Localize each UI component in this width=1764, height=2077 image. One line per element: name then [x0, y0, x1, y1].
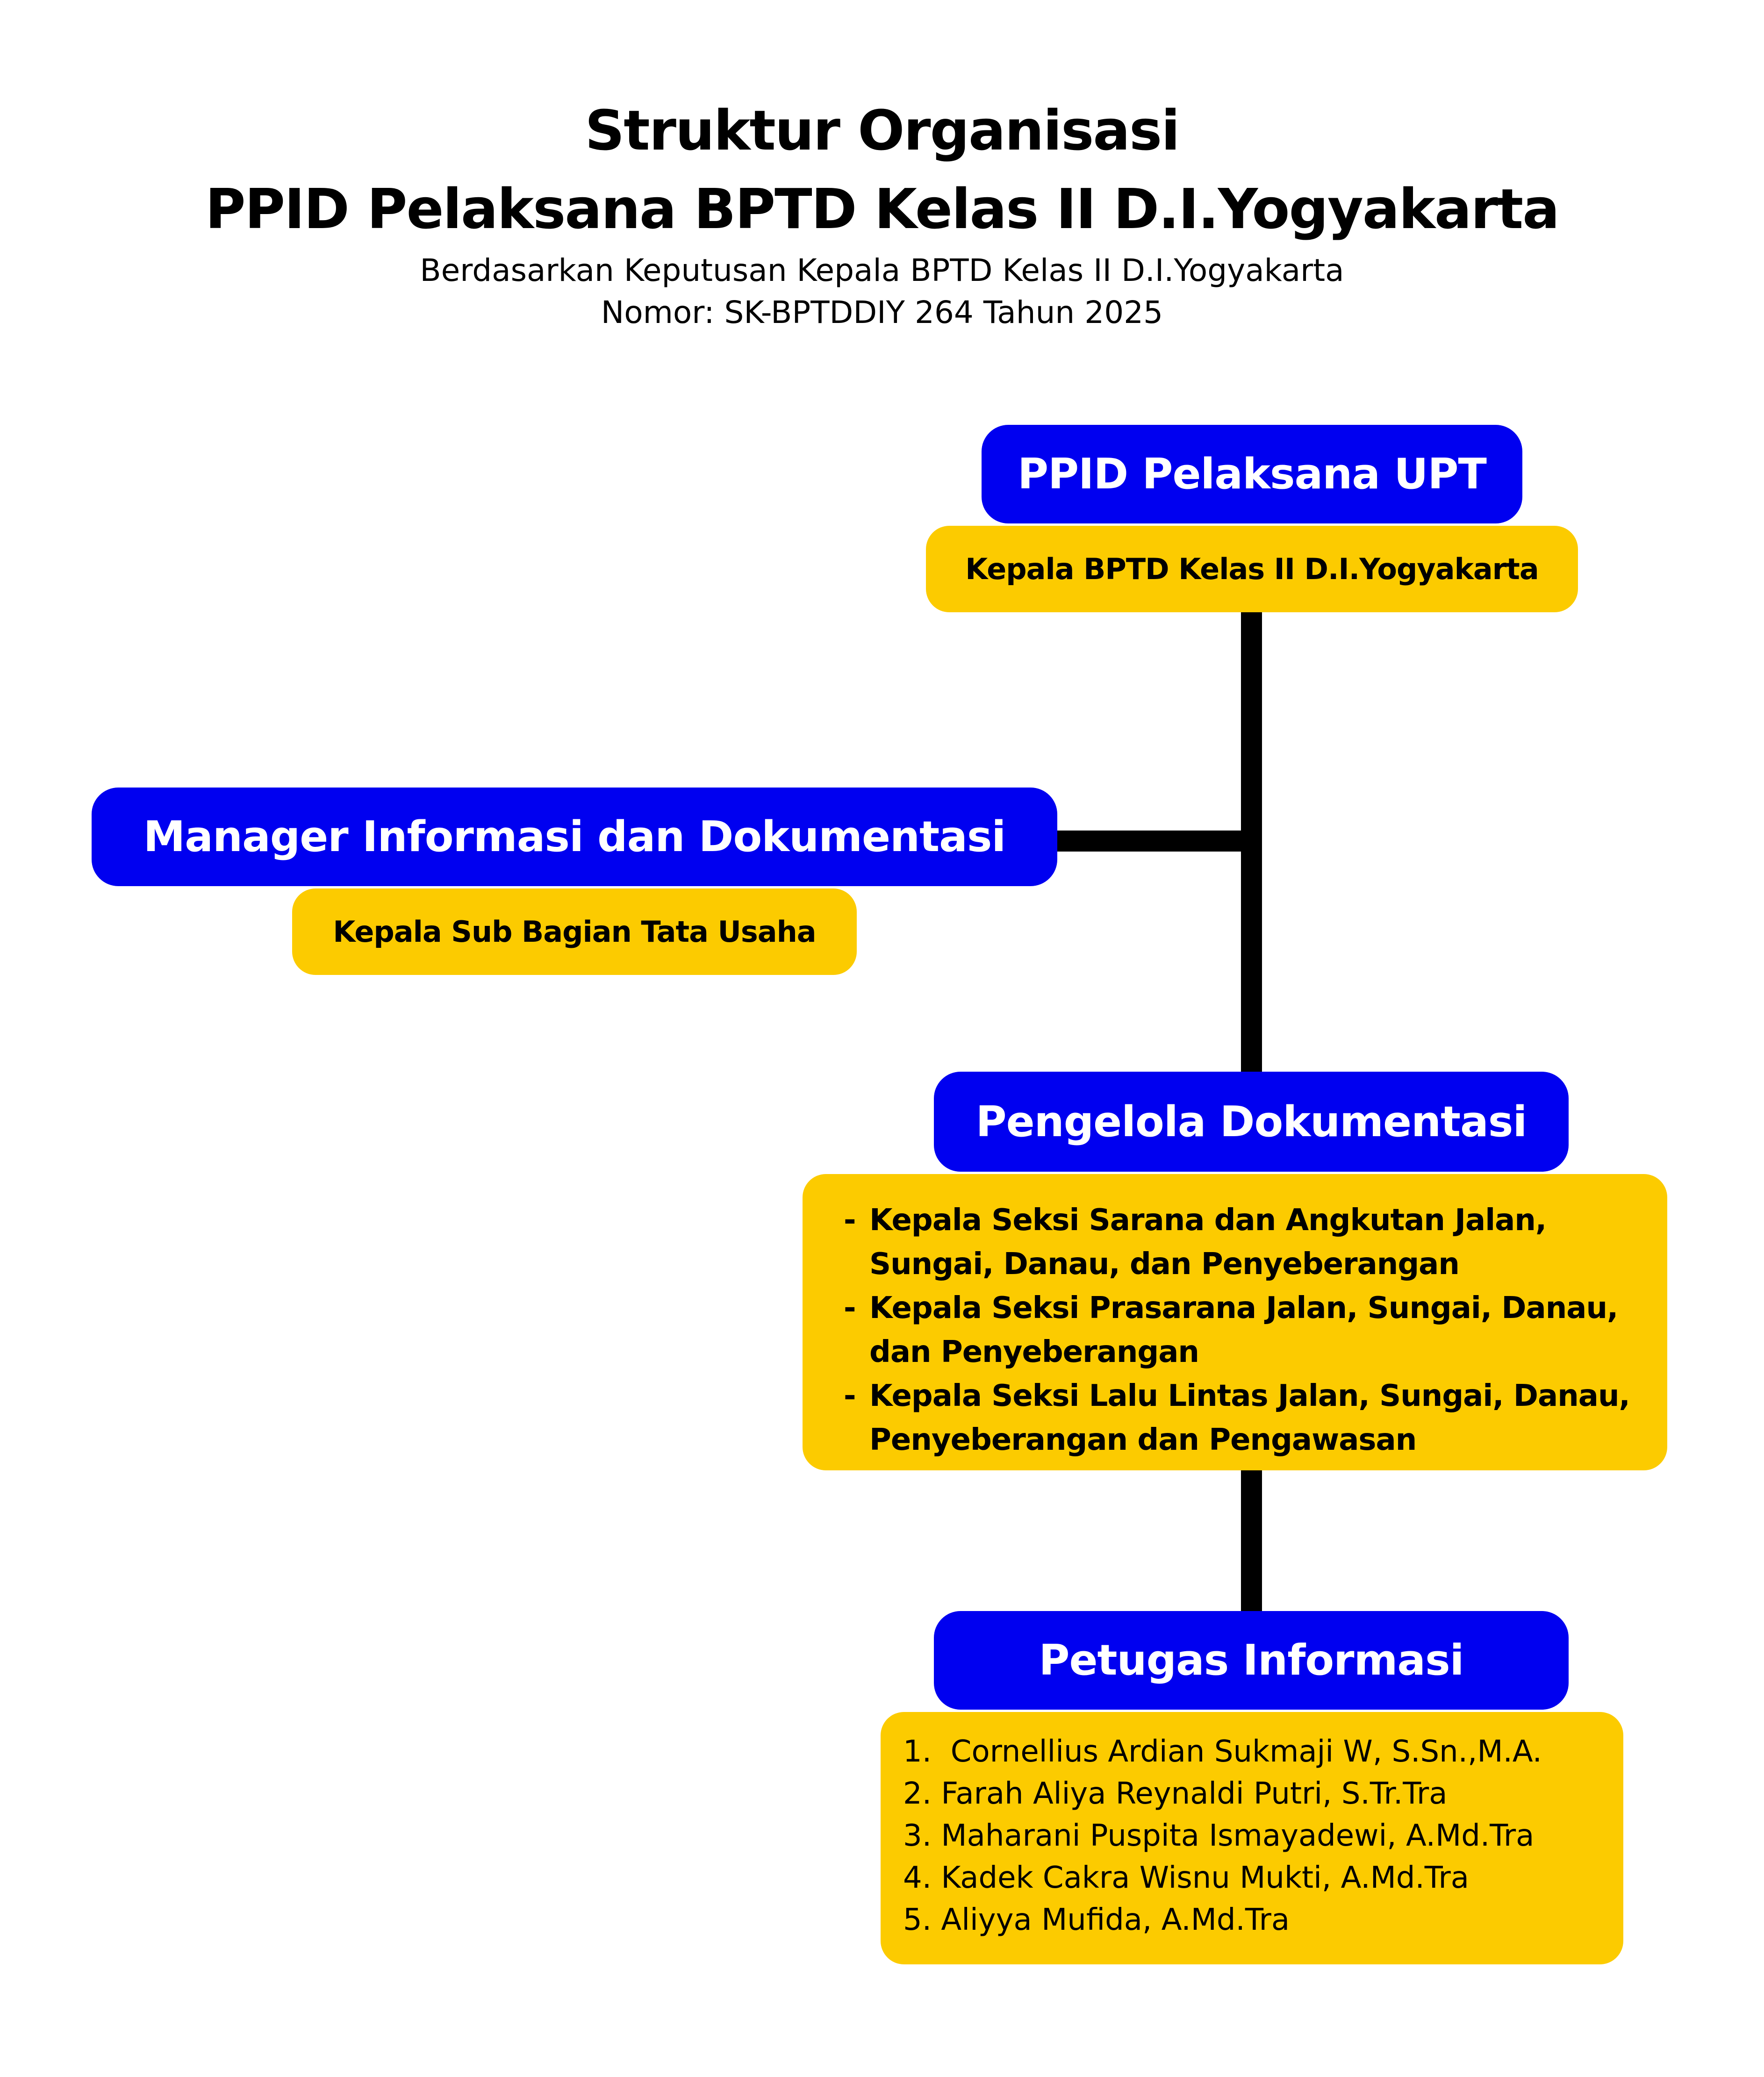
title-line-2: PPID Pelaksana BPTD Kelas II D.I.Yogyaka… — [205, 177, 1560, 241]
connector-horizontal-manager — [1054, 831, 1262, 852]
petugas-role-box: Petugas Informasi — [934, 1611, 1569, 1710]
petugas-holder-item: 4. Kadek Cakra Wisnu Mukti, A.Md.Tra — [903, 1861, 1469, 1895]
title-line-1: Struktur Organisasi — [585, 98, 1180, 163]
petugas-holder-item: 5. Aliyya Mufida, A.Md.Tra — [903, 1903, 1290, 1937]
petugas-holder-item: 2. Farah Aliya Reynaldi Putri, S.Tr.Tra — [903, 1776, 1448, 1811]
petugas-holder-item: 3. Maharani Puspita Ismayadewi, A.Md.Tra — [903, 1819, 1535, 1853]
holder-text: Kepala Seksi Sarana dan Angkutan Jalan, … — [869, 1203, 1547, 1282]
bullet-dash: - — [844, 1291, 856, 1325]
bullet-dash: - — [844, 1203, 856, 1238]
connector-vertical-bottom — [1241, 1468, 1262, 1612]
holder-text: Kepala Seksi Prasarana Jalan, Sungai, Da… — [869, 1291, 1618, 1369]
manager-role-box: Manager Informasi dan Dokumentasi — [92, 788, 1057, 886]
pengelola-holder-item: -Kepala Seksi Prasarana Jalan, Sungai, D… — [844, 1286, 1653, 1374]
ppid-role-box: PPID Pelaksana UPT — [982, 425, 1522, 523]
pengelola-role-box: Pengelola Dokumentasi — [934, 1072, 1569, 1172]
subtitle-line-2: Nomor: SK-BPTDDIY 264 Tahun 2025 — [601, 294, 1163, 330]
petugas-holder-box: 1. Cornellius Ardian Sukmaji W, S.Sn.,M.… — [881, 1712, 1623, 1964]
pengelola-holder-box: -Kepala Seksi Sarana dan Angkutan Jalan,… — [803, 1174, 1667, 1470]
pengelola-holder-item: -Kepala Seksi Sarana dan Angkutan Jalan,… — [844, 1198, 1653, 1286]
subtitle-line-1: Berdasarkan Keputusan Kepala BPTD Kelas … — [420, 252, 1344, 288]
holder-text: Kepala Seksi Lalu Lintas Jalan, Sungai, … — [869, 1379, 1630, 1457]
bullet-dash: - — [844, 1379, 856, 1413]
manager-holder-box: Kepala Sub Bagian Tata Usaha — [292, 888, 857, 975]
petugas-holder-item: 1. Cornellius Ardian Sukmaji W, S.Sn.,M.… — [903, 1734, 1542, 1769]
ppid-holder-box: Kepala BPTD Kelas II D.I.Yogyakarta — [926, 526, 1578, 612]
pengelola-holder-item: -Kepala Seksi Lalu Lintas Jalan, Sungai,… — [844, 1374, 1653, 1462]
